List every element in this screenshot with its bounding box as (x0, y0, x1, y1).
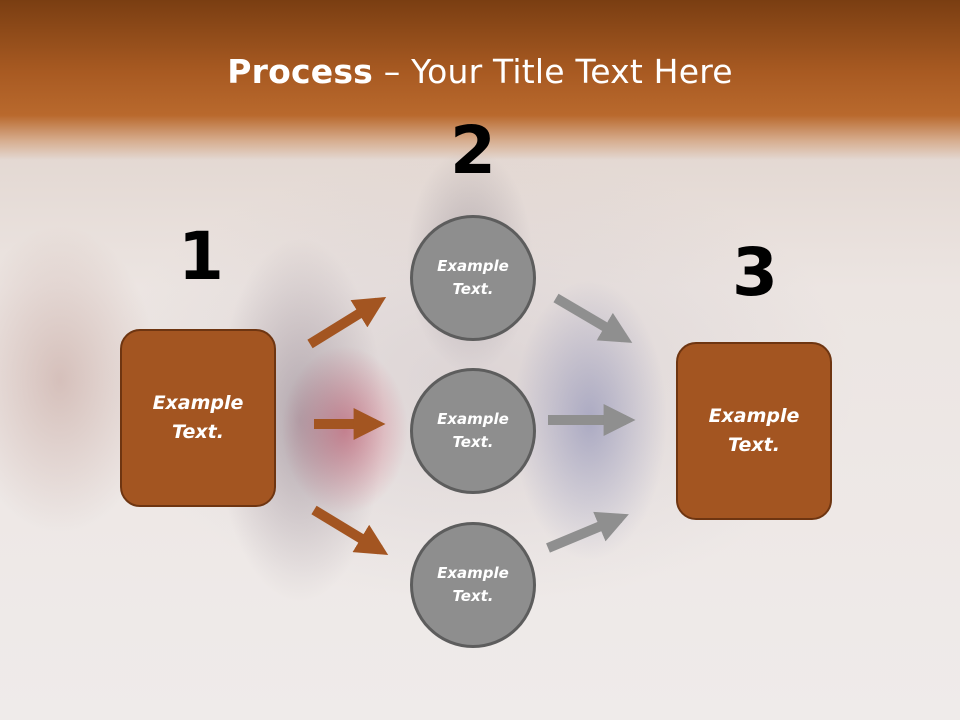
step-2-circle-middle-label: Example Text. (437, 410, 509, 451)
step-2-circle-top: Example Text. (410, 215, 536, 341)
title-bold: Process (227, 52, 374, 91)
step-1-box: Example Text. (120, 329, 276, 507)
step-3-label: Example Text. (708, 405, 800, 456)
step-number-1: 1 (178, 218, 224, 295)
arrow-top-to-3 (553, 293, 633, 343)
step-2-circle-bottom: Example Text. (410, 522, 536, 648)
arrow-bottom-to-3 (546, 511, 629, 553)
step-1-label: Example Text. (152, 392, 244, 443)
title-band (0, 0, 960, 160)
arrow-1-to-top (307, 296, 387, 349)
step-3-box: Example Text. (676, 342, 832, 520)
step-number-2: 2 (450, 112, 496, 189)
step-2-circle-middle: Example Text. (410, 368, 536, 494)
arrow-1-to-bottom (311, 505, 389, 555)
step-number-3: 3 (732, 234, 778, 311)
title-rest: – Your Title Text Here (373, 52, 733, 91)
step-2-circle-top-label: Example Text. (437, 257, 509, 298)
slide-title: Process – Your Title Text Here (0, 52, 960, 91)
step-2-circle-bottom-label: Example Text. (437, 564, 509, 605)
